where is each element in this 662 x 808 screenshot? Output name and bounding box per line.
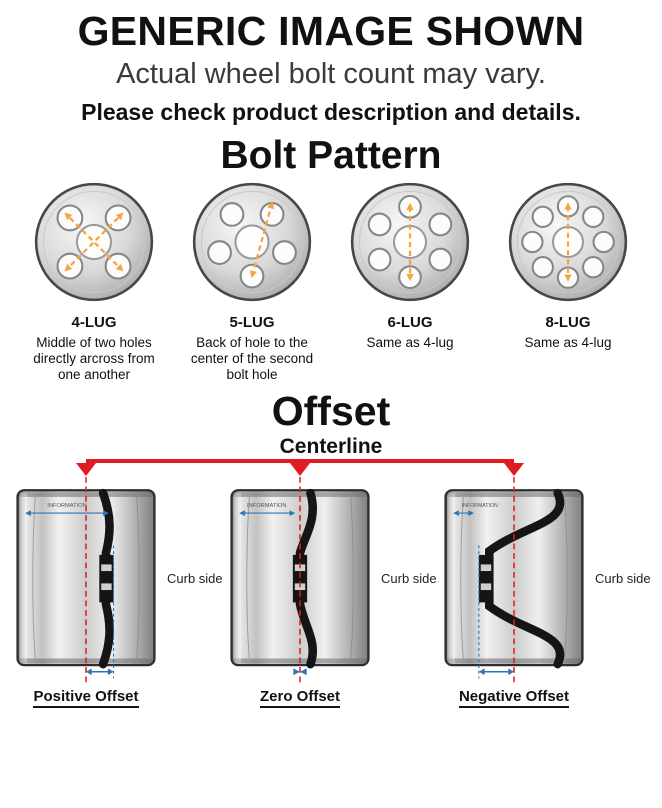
centerline-arrow-right — [504, 462, 524, 476]
page-title: GENERIC IMAGE SHOWN — [77, 8, 585, 54]
bolt-measure-line — [250, 202, 274, 277]
offset-item-zero: INFORMATION Curb side Zero Offset — [224, 476, 438, 708]
offset-type-label-zero: Zero Offset — [224, 688, 376, 708]
offset-item-negative: INFORMATION Curb side Negative Offset — [438, 476, 652, 708]
wheel-cross-section-zero: INFORMATION — [230, 476, 370, 684]
wheel-hub-4lug-illustration — [34, 182, 154, 302]
bolt-pattern-item-8lug: 8-LUG Same as 4-lug — [489, 180, 647, 384]
lug-description-6: Same as 4-lug — [366, 335, 454, 350]
curb-side-label: Curb side — [167, 570, 223, 586]
note-text: Please check product description and det… — [81, 99, 581, 125]
header: GENERIC IMAGE SHOWN Actual wheel bolt co… — [0, 8, 662, 126]
backspacing-arrow — [239, 509, 296, 516]
bolt-pattern-item-5lug: 5-LUG Back of hole to the center of the … — [173, 180, 331, 384]
bolt-measure-line — [69, 217, 119, 267]
lug-description-8: Same as 4-lug — [524, 335, 612, 350]
centerline-label: Centerline — [279, 434, 383, 458]
offset-measure-arrow — [478, 667, 514, 675]
curb-side-label: Curb side — [381, 570, 437, 586]
lug-description-4: Middle of two holes directly arcross fro… — [33, 335, 155, 383]
curb-side-label: Curb side — [595, 570, 651, 586]
bolt-pattern-row: 4-LUG Middle of two holes directly arcro… — [0, 180, 662, 384]
rim-text: INFORMATION — [462, 502, 498, 508]
rim-text: INFORMATION — [247, 502, 286, 508]
wheel-cross-section-negative: INFORMATION — [444, 476, 584, 684]
bolt-pattern-item-4lug: 4-LUG Middle of two holes directly arcro… — [15, 180, 173, 384]
backspacing-arrow — [453, 509, 475, 516]
wheel-hub-5lug-illustration — [192, 182, 312, 302]
offset-item-positive: INFORMATION Curb side Positive Offset — [10, 476, 224, 708]
offset-type-label-positive: Positive Offset — [10, 688, 162, 708]
bolt-pattern-section: Bolt Pattern — [0, 134, 662, 384]
wheel-cross-section-positive: INFORMATION — [16, 476, 156, 684]
hub-block — [99, 554, 114, 602]
hub-block — [478, 554, 494, 602]
bolt-pattern-item-6lug: 6-LUG Same as 4-lug — [331, 180, 489, 384]
offset-measure-arrow — [293, 667, 307, 675]
lug-label-6: 6-LUG — [387, 314, 433, 331]
bolt-pattern-heading: Bolt Pattern — [220, 134, 442, 177]
measure-arrowheads — [64, 212, 124, 272]
rim-text: INFORMATION — [47, 502, 86, 508]
centerline-arrow-center — [290, 462, 310, 476]
offset-heading: Offset — [271, 387, 391, 434]
lug-label-4: 4-LUG — [71, 314, 117, 331]
measure-arrowheads — [406, 202, 414, 282]
center-bore — [75, 223, 113, 261]
lug-label-5: 5-LUG — [229, 314, 275, 331]
centerline-markers — [0, 458, 662, 477]
measure-arrowheads — [564, 202, 572, 282]
offset-row: INFORMATION Curb side Positive Offset — [0, 476, 662, 708]
wheel-hub-6lug-illustration — [350, 182, 470, 302]
centerline-bar — [86, 458, 514, 463]
wheel-hub-8lug-illustration — [508, 182, 628, 302]
offset-measure-arrow — [86, 667, 114, 675]
lug-label-8: 8-LUG — [545, 314, 591, 331]
measure-arrowheads — [249, 201, 275, 279]
offset-section: Offset Centerline INFORMATION — [0, 388, 662, 708]
backspacing-arrow — [25, 509, 109, 516]
subtitle: Actual wheel bolt count may vary. — [116, 58, 546, 90]
offset-type-label-negative: Negative Offset — [438, 688, 590, 708]
centerline-arrow-left — [76, 462, 96, 476]
lug-description-5: Back of hole to the center of the second… — [190, 335, 314, 383]
